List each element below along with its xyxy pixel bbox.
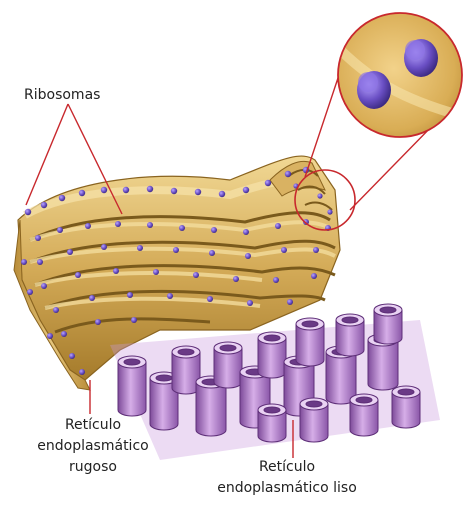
leader-ribosomas-left <box>26 104 68 205</box>
label-smooth-er-line-1: Retículo <box>198 457 376 478</box>
ribosome-large-2 <box>404 39 438 77</box>
tubule <box>118 356 146 416</box>
label-rough-er-line-1: Retículo <box>8 415 178 436</box>
label-rough-er: Retículo endoplasmático rugoso <box>8 415 178 478</box>
label-ribosomas: Ribosomas <box>24 85 100 106</box>
label-smooth-er-line-2: endoplasmático liso <box>198 478 376 499</box>
label-rough-er-line-2: endoplasmático <box>8 436 178 457</box>
label-rough-er-line-3: rugoso <box>8 457 178 478</box>
label-smooth-er: Retículo endoplasmático liso <box>198 457 376 499</box>
ribosome-large-1 <box>357 71 391 109</box>
